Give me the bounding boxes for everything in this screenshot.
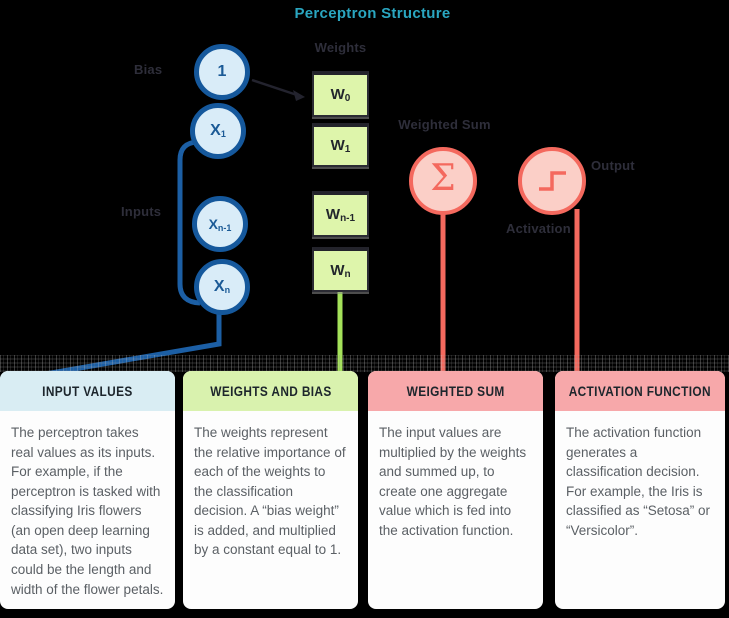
weight-box-wn-1: Wn-1 xyxy=(312,191,369,237)
input-node-xn-1: Xn-1 xyxy=(192,196,248,252)
weight-box-wn: Wn xyxy=(312,247,369,292)
card-body: The input values are multiplied by the w… xyxy=(379,425,527,538)
sigma-icon: Σ xyxy=(430,158,456,199)
node-label: X xyxy=(208,215,218,232)
bias-label: Bias xyxy=(134,62,163,77)
weight-label: W xyxy=(330,137,345,154)
node-label: X xyxy=(210,122,221,139)
card-input-values: INPUT VALUES The perceptron takes real v… xyxy=(0,371,175,609)
step-function-icon xyxy=(539,171,566,191)
inputs-bracket xyxy=(177,139,201,306)
card-title: WEIGHTED SUM xyxy=(406,383,505,399)
input-node-x1: X1 xyxy=(190,103,246,159)
bias-node: 1 xyxy=(194,44,250,100)
activation-label: Activation xyxy=(506,221,571,236)
weighted-sum-node: Σ xyxy=(409,147,477,215)
weight-label: W xyxy=(330,261,345,279)
weight-subscript: n xyxy=(344,268,351,280)
card-header: ACTIVATION FUNCTION xyxy=(555,371,725,411)
inputs-connector-line xyxy=(27,310,222,380)
card-activation-function: ACTIVATION FUNCTION The activation funct… xyxy=(555,371,725,609)
card-title: WEIGHTS AND BIAS xyxy=(209,383,332,399)
weighted-sum-label: Weighted Sum xyxy=(398,117,491,132)
card-header: INPUT VALUES xyxy=(0,371,175,411)
card-title: INPUT VALUES xyxy=(42,383,133,399)
weight-label: W xyxy=(330,86,345,103)
inputs-label: Inputs xyxy=(121,204,162,219)
node-subscript: n xyxy=(224,285,231,295)
weight-label: W xyxy=(325,206,341,223)
weight-subscript: n-1 xyxy=(340,213,356,224)
card-body: The activation function generates a clas… xyxy=(566,425,711,538)
page-title: Perceptron Structure xyxy=(294,5,451,22)
output-label: Output xyxy=(591,158,635,173)
weight-box-w1: W1 xyxy=(312,123,369,167)
node-label: 1 xyxy=(217,63,227,80)
node-subscript: 1 xyxy=(220,129,226,139)
node-subscript: n-1 xyxy=(217,222,232,233)
weight-subscript: 1 xyxy=(344,144,351,155)
weights-label: Weights xyxy=(314,40,367,55)
weight-box-w0: W0 xyxy=(312,71,369,117)
card-weighted-sum: WEIGHTED SUM The input values are multip… xyxy=(368,371,543,609)
node-label: X xyxy=(213,278,225,295)
bias-to-weight-arrow xyxy=(251,78,298,97)
card-header: WEIGHTED SUM xyxy=(368,371,543,411)
card-header: WEIGHTS AND BIAS xyxy=(183,371,358,411)
dither-noise-strip xyxy=(0,355,729,372)
card-title: ACTIVATION FUNCTION xyxy=(568,383,712,399)
card-weights-and-bias: WEIGHTS AND BIAS The weights represent t… xyxy=(183,371,358,609)
input-node-xn: Xn xyxy=(194,259,250,315)
arrowhead-icon xyxy=(293,90,305,101)
card-body: The perceptron takes real values as its … xyxy=(11,425,164,597)
card-body: The weights represent the relative impor… xyxy=(194,425,346,558)
weight-subscript: 0 xyxy=(344,93,351,104)
activation-node xyxy=(518,147,586,215)
